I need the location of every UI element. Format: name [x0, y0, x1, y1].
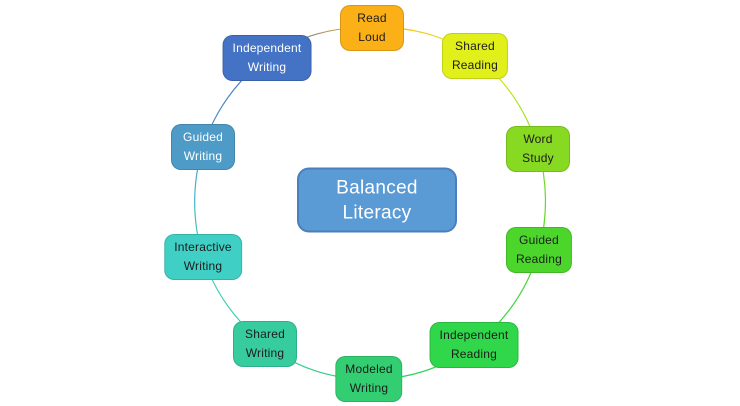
node-independent-writing: Independent Writing — [222, 35, 312, 81]
node-label-line-1: Independent — [232, 41, 302, 55]
node-label-line-2: Writing — [183, 259, 223, 273]
node-label-line-2: Writing — [349, 381, 389, 395]
node-read-loud: Read Loud — [340, 5, 404, 51]
node-label-line-1: Interactive — [174, 240, 232, 254]
node-label-line-1: Shared — [245, 327, 285, 341]
node-label-line-1: Read — [357, 11, 387, 25]
center-label-line-2: Literacy — [342, 202, 412, 223]
node-label-line-1: Shared — [455, 39, 495, 53]
node-guided-writing: Guided Writing — [171, 124, 235, 170]
node-label-line-2: Reading — [451, 58, 499, 72]
node-label-line-1: Guided — [519, 233, 559, 247]
node-label-line-2: Writing — [245, 346, 285, 360]
node-independent-reading: Independent Reading — [429, 322, 519, 368]
center-node-balanced-literacy: Balanced Literacy — [297, 167, 457, 233]
node-label-line-2: Loud — [358, 30, 386, 44]
node-label-line-1: Guided — [183, 130, 223, 144]
node-shared-reading: Shared Reading — [441, 33, 509, 79]
node-label-line-1: Modeled — [345, 362, 393, 376]
node-label-line-2: Writing — [247, 60, 287, 74]
node-label-line-2: Reading — [450, 347, 498, 361]
node-modeled-writing: Modeled Writing — [335, 356, 403, 402]
node-label-line-1: Word — [523, 132, 553, 146]
node-label-line-1: Independent — [439, 328, 509, 342]
node-guided-reading: Guided Reading — [505, 227, 573, 273]
center-label-line-1: Balanced — [336, 177, 418, 198]
node-label-line-2: Reading — [515, 252, 563, 266]
node-word-study: Word Study — [506, 126, 570, 172]
node-label-line-2: Study — [522, 151, 554, 165]
node-shared-writing: Shared Writing — [233, 321, 297, 367]
node-label-line-2: Writing — [183, 149, 223, 163]
node-interactive-writing: Interactive Writing — [164, 234, 242, 280]
